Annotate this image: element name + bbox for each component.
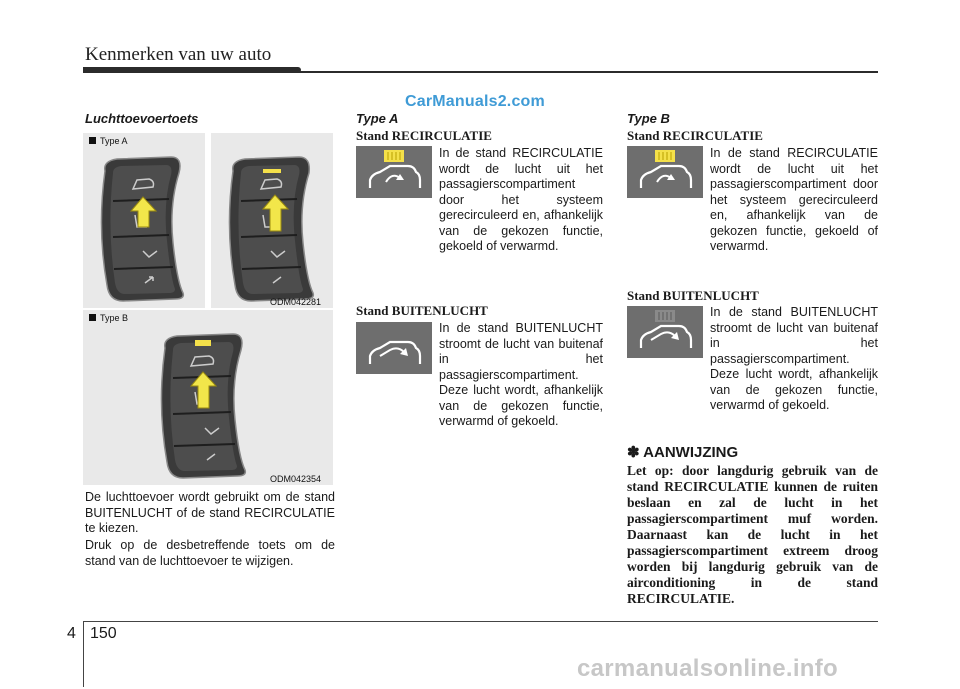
footer-rule [83, 621, 878, 622]
fresh-icon-box-a [356, 322, 432, 374]
figure-a-code: ODM042281 [270, 297, 322, 307]
middle-recirc-text: In de stand RECIRCULATIE wordt de lucht … [439, 146, 603, 253]
footer-divider [83, 621, 84, 687]
watermark-bottom[interactable]: carmanualsonline.info [577, 655, 839, 682]
page-header-title: Kenmerken van uw auto [85, 44, 272, 65]
left-paragraph-1: De luchttoevoer wordt gebruikt om de sta… [85, 490, 335, 535]
recirc-icon-box-a [356, 146, 432, 198]
recirculation-icon [639, 150, 693, 188]
right-fresh-text: In de stand BUITENLUCHT stroomt de lucht… [710, 305, 878, 412]
fresh-icon-box-b [627, 306, 703, 358]
left-paragraph-2: Druk op de desbetreffende toets om de st… [85, 538, 335, 568]
footer-chapter-number: 4 [67, 625, 76, 642]
header-accent-bar [83, 67, 301, 73]
header-rule [83, 71, 878, 73]
type-b-buttons-illustration [160, 333, 247, 479]
watermark-top[interactable]: CarManuals2.com [405, 93, 545, 110]
figure-a-divider [205, 133, 211, 308]
middle-section-heading: Type A [356, 111, 399, 126]
middle-fresh-title: Stand BUITENLUCHT [356, 303, 488, 318]
figure-b-code: ODM042354 [270, 474, 322, 484]
middle-recirc-title: Stand RECIRCULATIE [356, 128, 492, 143]
fresh-air-icon [639, 310, 693, 348]
left-section-heading: Luchttoevoertoets [85, 111, 199, 126]
right-fresh-title: Stand BUITENLUCHT [627, 288, 759, 303]
figure-type-a: Type A [83, 133, 333, 308]
right-recirc-title: Stand RECIRCULATIE [627, 128, 763, 143]
recirculation-icon [368, 150, 422, 188]
fresh-air-icon [368, 340, 422, 364]
footer-page-number: 150 [90, 625, 117, 642]
note-heading: ✽ AANWIJZING [627, 444, 739, 461]
recirc-icon-box-b [627, 146, 703, 198]
figure-a-label: Type A [89, 136, 128, 146]
figure-b-label: Type B [89, 313, 128, 323]
note-text: Let op: door langdurig gebruik van de st… [627, 463, 878, 606]
right-section-heading: Type B [627, 111, 670, 126]
right-recirc-text: In de stand RECIRCULATIE wordt de lucht … [710, 146, 878, 253]
type-a-buttons-illustration [100, 156, 315, 302]
middle-fresh-text: In de stand BUITENLUCHT stroomt de lucht… [439, 321, 603, 428]
figure-type-b: Type B [83, 310, 333, 485]
